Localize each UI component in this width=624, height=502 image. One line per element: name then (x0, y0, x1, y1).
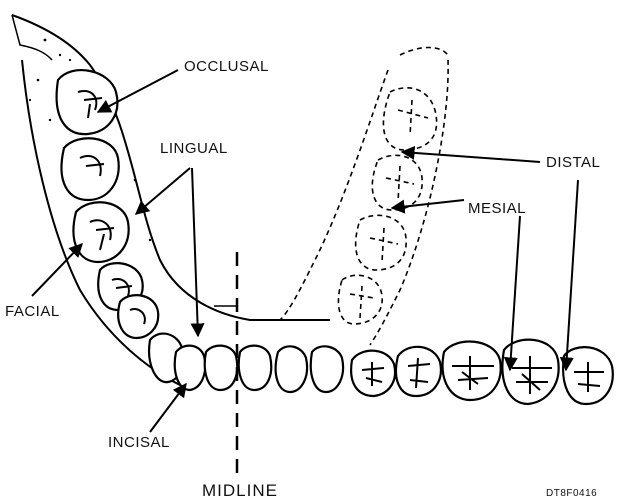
right-posterior-teeth (351, 340, 613, 404)
figure-id: DT8F0416 (546, 488, 597, 499)
anterior-teeth (149, 334, 343, 392)
incisal-label: INCISAL (108, 434, 170, 451)
incisal-arrow (150, 384, 186, 432)
facial-arrow (32, 244, 82, 296)
right-jaw-dashed-outline (280, 48, 448, 346)
facial-label: FACIAL (5, 303, 60, 320)
left-jaw-outline (12, 15, 330, 385)
lingual-arrow-left (136, 168, 190, 214)
distal-arrow-lower (566, 180, 578, 370)
occlusal-label: OCCLUSAL (184, 58, 269, 75)
distal-label: DISTAL (546, 154, 600, 171)
mesial-label: MESIAL (468, 200, 526, 217)
distal-arrow-upper (402, 152, 540, 162)
midline-label: MIDLINE (202, 481, 278, 501)
lingual-arrow-right (192, 168, 198, 336)
lingual-label: LINGUAL (160, 140, 228, 157)
